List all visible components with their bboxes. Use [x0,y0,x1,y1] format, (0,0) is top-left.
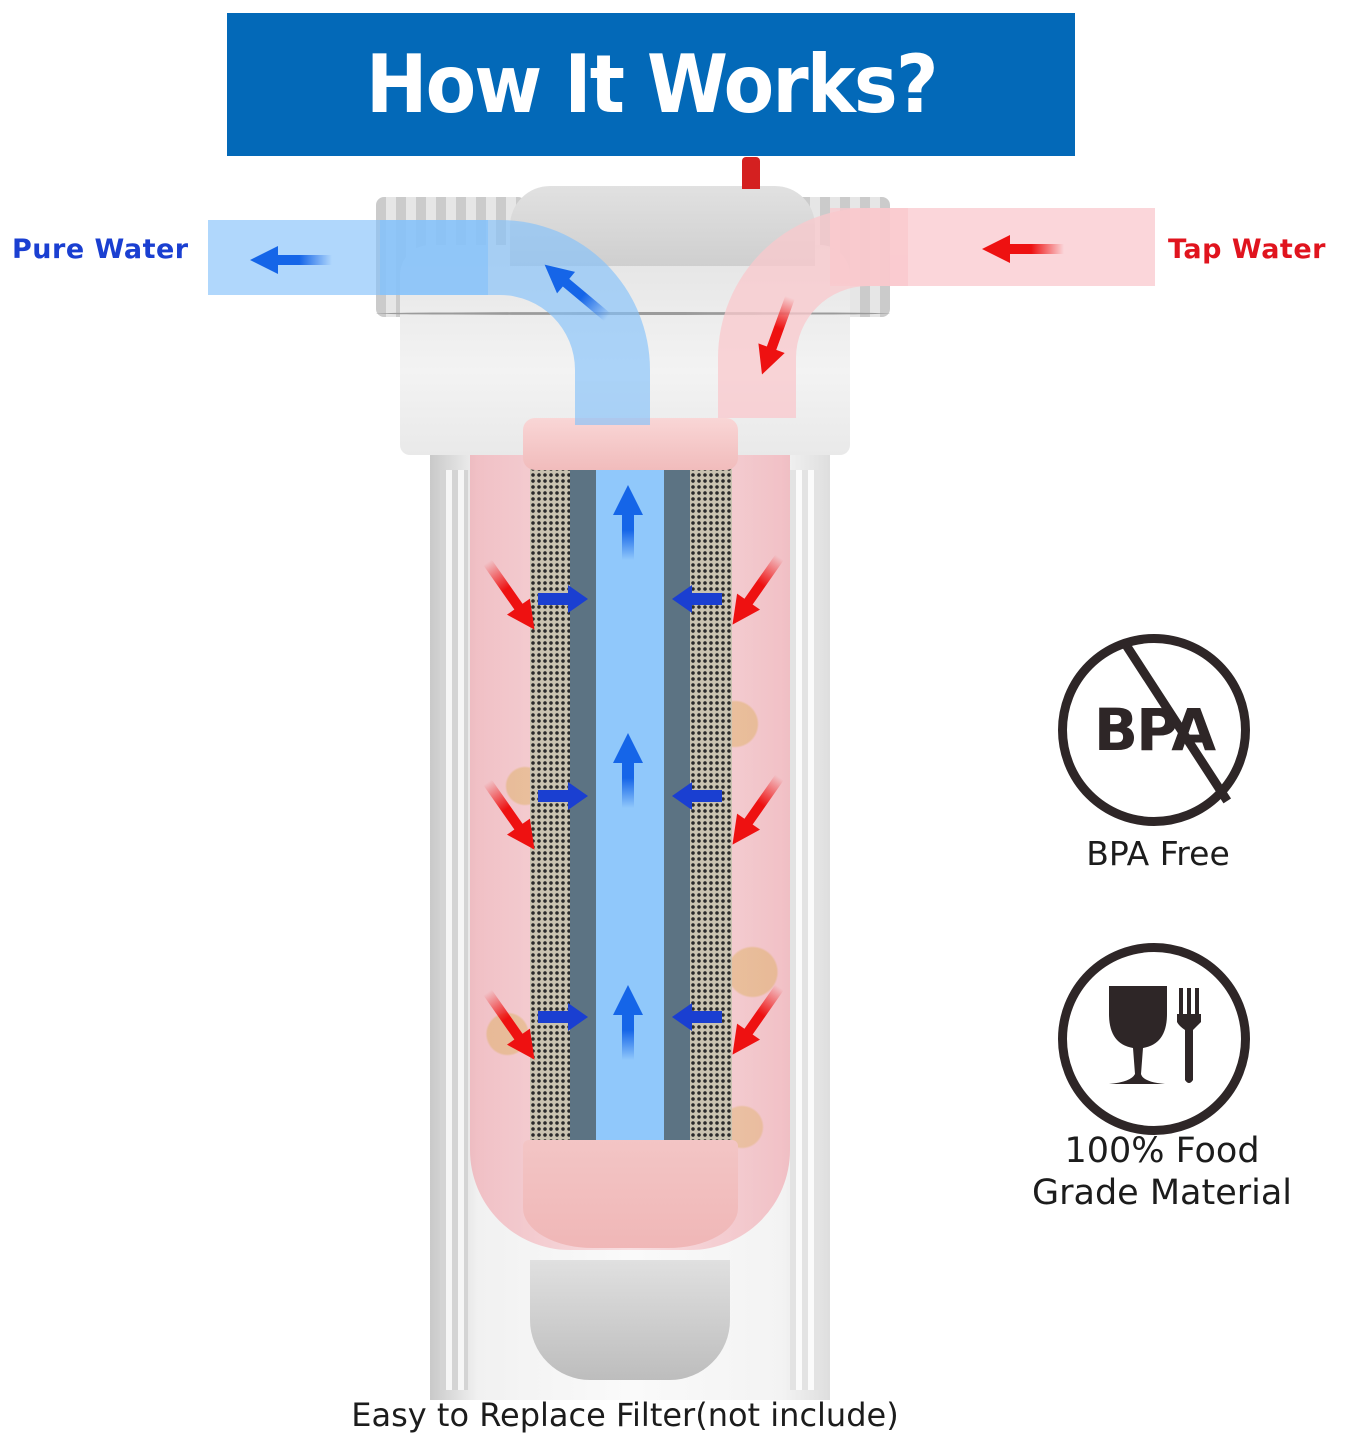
food-grade-caption-line2: Grade Material [1031,1173,1293,1213]
arrow-up-left-icon [544,264,611,322]
bpa-free-caption: BPA Free [1086,834,1230,873]
food-grade-caption: 100% Food Grade Material [992,1130,1332,1214]
arrow-left-icon [250,246,332,274]
food-grade-icon [1058,943,1250,1135]
arrow-down-left-icon [732,774,784,845]
bowl-bottom [530,1260,730,1380]
arrow-down-right-icon [483,779,535,850]
arrow-down-left-icon [758,295,795,375]
housing-rib-right [790,470,820,1390]
glass-fork-icon [1109,986,1201,1084]
title-banner: How It Works? [227,13,1075,156]
pure-water-label: Pure Water [12,234,189,265]
filter-mesh-left [530,466,570,1166]
replace-filter-caption: Easy to Replace Filter(not include) [351,1396,899,1434]
housing-rib-left [440,470,468,1390]
page-title: How It Works? [365,38,939,131]
arrow-down-right-icon [483,559,535,630]
filter-core-left [570,466,596,1166]
arrow-up-icon [613,985,643,1060]
food-grade-caption-line1: 100% Food [1064,1131,1260,1171]
arrow-right-icon [538,585,588,613]
arrow-down-left-icon [732,554,784,625]
arrow-down-left-icon [732,984,784,1055]
arrow-right-icon [538,1003,588,1031]
filter-bottom-cap [523,1140,738,1248]
pressure-relief-button [742,157,760,189]
tap-water-label: Tap Water [1168,234,1326,265]
arrow-up-icon [613,485,643,560]
filter-mesh-right [690,466,732,1166]
arrow-left-icon [672,585,722,613]
arrow-down-right-icon [483,989,535,1060]
arrow-up-icon [613,733,643,808]
arrow-right-icon [538,782,588,810]
arrow-left-icon [982,235,1064,263]
arrow-left-icon [672,1003,722,1031]
filter-core-right [664,466,690,1166]
filter-top-cap [523,418,738,470]
arrow-left-icon [672,782,722,810]
